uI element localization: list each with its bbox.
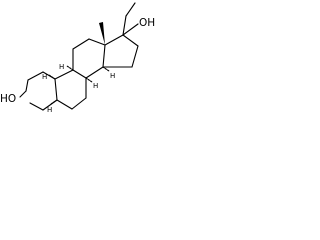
stereo-h-label-5: H (42, 73, 47, 81)
ring-b (54, 69, 87, 110)
bond (71, 97, 87, 110)
steroid-structure: HO OH H H H H H (0, 2, 155, 114)
bond (122, 15, 127, 36)
bond (104, 34, 124, 46)
bond (25, 79, 29, 92)
bond (19, 90, 27, 98)
bond (72, 69, 87, 79)
bond (131, 45, 139, 68)
bond (72, 38, 90, 50)
stereo-h-label-14: H (110, 72, 115, 80)
bond (29, 102, 44, 111)
ring-d (102, 34, 139, 68)
bond (122, 34, 139, 47)
hash-bond (50, 99, 58, 105)
stereo-bonds (48, 65, 110, 105)
ethyl-group (122, 2, 136, 36)
hydroxyl-label-c17: OH (139, 17, 155, 29)
stereo-h-label-9: H (59, 63, 64, 71)
bond (122, 23, 139, 36)
hash-bond (48, 74, 56, 80)
methyl-wedge (99, 22, 105, 45)
hash-bond (66, 65, 74, 71)
stereo-h-label-8: H (93, 82, 98, 90)
bond (27, 71, 44, 81)
bond (125, 2, 136, 17)
ring-c (72, 38, 106, 79)
hash-bond (85, 77, 93, 83)
bond (54, 69, 74, 80)
bond (56, 99, 73, 110)
angular-methyl (99, 22, 105, 45)
bond (85, 66, 104, 79)
hydroxyl-label-c3: HO (0, 93, 16, 105)
bond (54, 78, 58, 101)
hash-bond (102, 66, 110, 72)
bond (102, 44, 106, 68)
bond (88, 38, 106, 46)
stereo-h-label-10: H (47, 106, 52, 114)
